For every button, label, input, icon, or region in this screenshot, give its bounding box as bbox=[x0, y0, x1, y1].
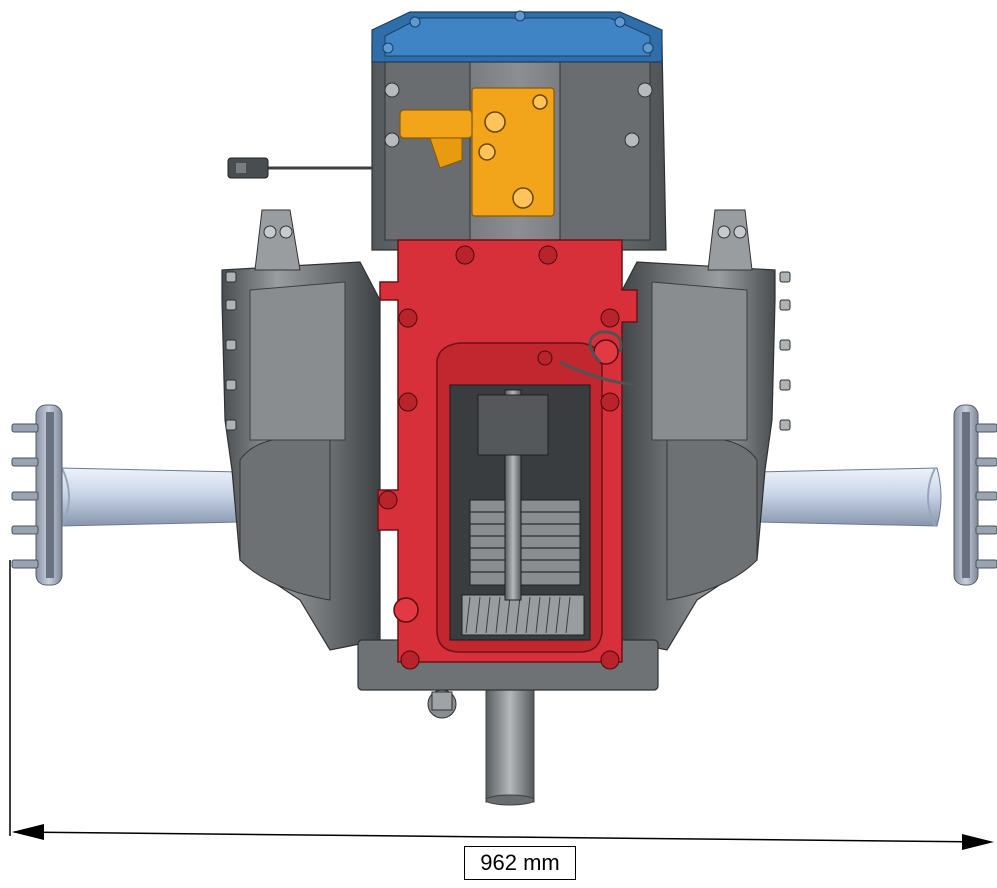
sensor-cable bbox=[227, 157, 372, 179]
drain-cap bbox=[393, 597, 419, 623]
plate-bolts bbox=[378, 245, 620, 670]
dimension-line bbox=[9, 560, 994, 850]
left-axle bbox=[55, 467, 241, 527]
top-cover bbox=[371, 10, 663, 63]
right-hub-flange bbox=[953, 404, 997, 586]
right-housing bbox=[616, 209, 791, 651]
output-shaft bbox=[485, 689, 535, 806]
right-axle bbox=[756, 467, 942, 527]
valve-block bbox=[399, 87, 555, 217]
left-hub-flange bbox=[11, 404, 63, 586]
dipstick-loop bbox=[559, 330, 636, 387]
internal-gears bbox=[461, 389, 585, 636]
left-housing bbox=[221, 209, 381, 651]
front-plate bbox=[377, 239, 638, 670]
dimension-label: 962 mm bbox=[464, 846, 576, 880]
